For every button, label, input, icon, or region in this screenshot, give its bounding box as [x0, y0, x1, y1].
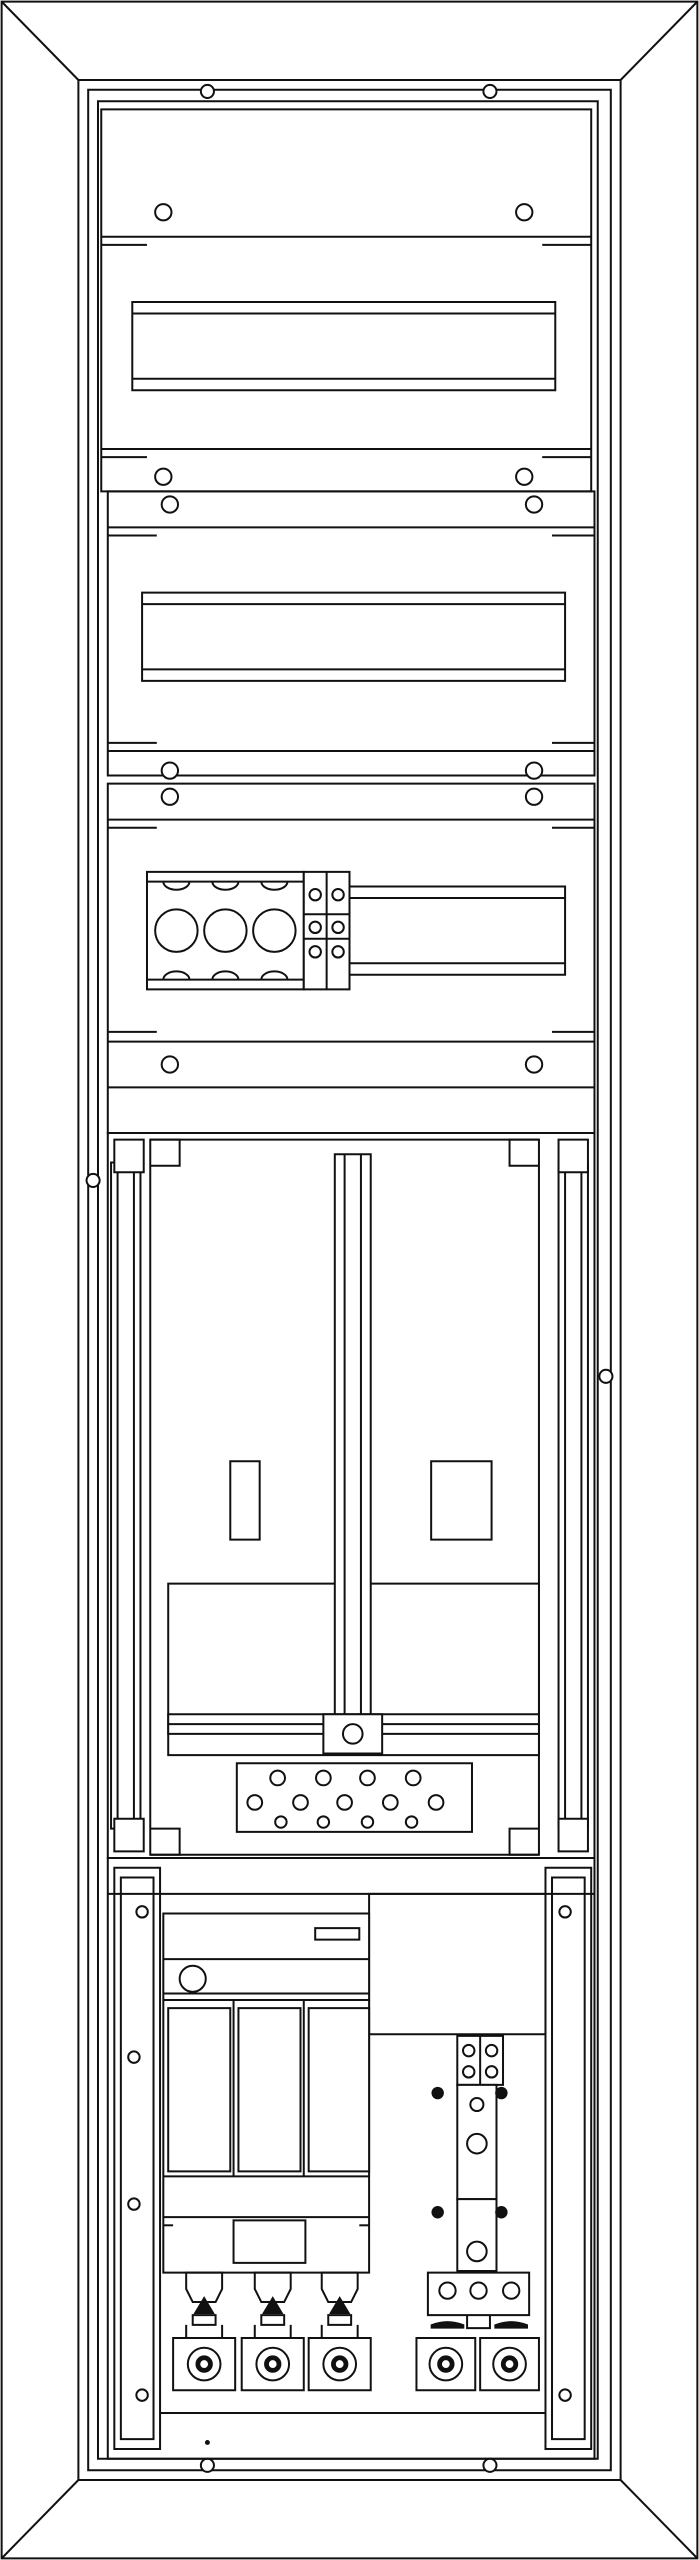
- meter-window-left: [230, 1461, 259, 1539]
- meter-board-section: [108, 1133, 595, 1858]
- screw: [526, 1056, 542, 1072]
- screw: [155, 204, 171, 220]
- main-switch-section: [108, 1858, 595, 2459]
- busbar-terminal: [237, 1763, 472, 1832]
- screw: [136, 1906, 147, 1917]
- neutral-disconnect: [416, 2036, 538, 2390]
- terminal-clamp: [309, 2338, 371, 2390]
- screw: [516, 469, 532, 485]
- breaker-outgoing-terminals: [173, 2273, 371, 2391]
- horizontal-mount-rail: [168, 1714, 539, 1753]
- hinge-screw-right: [599, 1370, 612, 1383]
- breaker-pole: [309, 2008, 369, 2171]
- meter-window-right: [431, 1461, 491, 1539]
- screw: [559, 2389, 570, 2400]
- screw: [155, 469, 171, 485]
- screw: [526, 496, 542, 512]
- vertical-mount-rail: [335, 1154, 371, 1725]
- terminal: [253, 909, 295, 951]
- frame-screw-top-left: [201, 85, 214, 98]
- terminal-block-section: [108, 784, 595, 1133]
- screw: [526, 762, 542, 778]
- hinge-screw-left: [87, 1174, 100, 1187]
- main-circuit-breaker: [163, 1913, 369, 2272]
- upper-din-rail-section-2: [108, 491, 595, 778]
- screw: [162, 789, 178, 805]
- breaker-pole: [168, 2008, 230, 2171]
- neutral-terminal-block: [147, 872, 350, 990]
- terminal: [155, 909, 197, 951]
- screw: [136, 2389, 147, 2400]
- screw: [162, 762, 178, 778]
- screw: [559, 1906, 570, 1917]
- frame-screw-top-right: [483, 85, 496, 98]
- screw: [526, 789, 542, 805]
- screw: [162, 496, 178, 512]
- upper-din-rail-section-1: [101, 109, 591, 491]
- screw: [516, 204, 532, 220]
- din-rail: [132, 302, 555, 390]
- din-rail: [142, 593, 565, 681]
- breaker-pole: [238, 2008, 300, 2171]
- frame-screw-bottom-left: [201, 2459, 214, 2472]
- terminal: [204, 909, 246, 951]
- breaker-indicator: [180, 1966, 206, 1992]
- frame-screw-bottom-right: [483, 2459, 496, 2472]
- breaker-label: [234, 2220, 306, 2262]
- screw: [162, 1056, 178, 1072]
